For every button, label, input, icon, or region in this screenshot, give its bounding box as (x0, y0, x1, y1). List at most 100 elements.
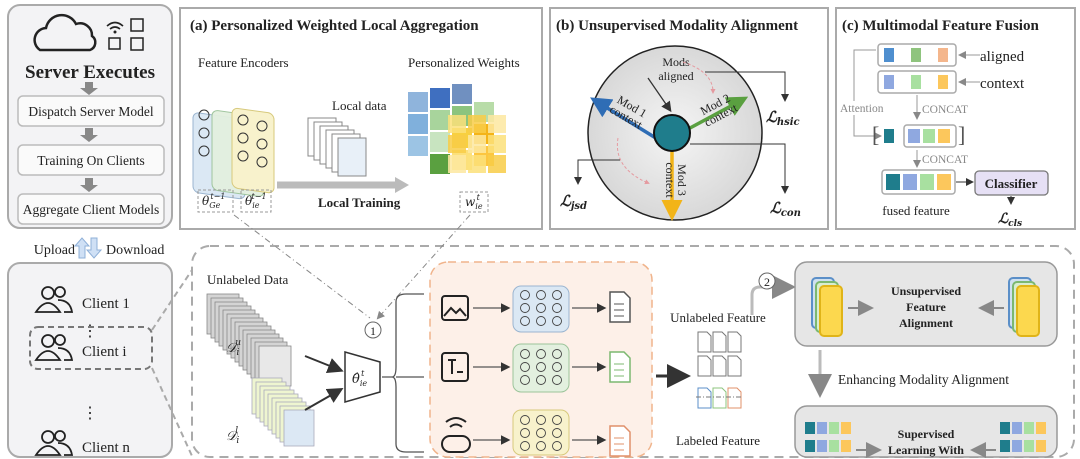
feature-doc-icon (712, 355, 727, 377)
feature-bar (1000, 422, 1010, 434)
classifier-box: Classifier (974, 170, 1049, 196)
svg-text:Alignment: Alignment (899, 316, 953, 330)
nn-node (520, 441, 530, 451)
aligned-center (653, 114, 691, 152)
feature-doc-icon (712, 387, 727, 409)
svg-text:Client i: Client i (82, 344, 127, 360)
svg-text:θ̂iet: θ̂iet (352, 369, 367, 388)
svg-text:⋮: ⋮ (82, 405, 98, 422)
weight-cell (488, 115, 506, 133)
d-l-label: 𝒟il (226, 426, 239, 446)
nn-node (520, 428, 530, 438)
feature-doc-icon (697, 387, 712, 409)
nn-node (536, 303, 546, 313)
svg-text:1: 1 (370, 324, 376, 338)
client-i: Client i (29, 326, 153, 370)
svg-text:Unlabeled Feature: Unlabeled Feature (670, 310, 766, 325)
feature-bar (1024, 422, 1034, 434)
weight-cell (452, 84, 472, 104)
feature-doc-icon (609, 425, 631, 457)
panel-a-title: (a) Personalized Weighted Local Aggregat… (190, 18, 479, 34)
svg-text:Aggregate Client Models: Aggregate Client Models (23, 202, 159, 217)
panel-c: (c) Multimodal Feature Fusion aligned co… (835, 7, 1076, 230)
encoder-theta-hat: θ̂iet (344, 351, 381, 403)
svg-text:Local data: Local data (332, 98, 387, 113)
loss-cls: ℒcls (998, 211, 1022, 229)
nn-node (552, 316, 562, 326)
weight-cell (448, 135, 466, 153)
feature-doc-icon (727, 387, 742, 409)
router-icon (130, 37, 144, 51)
feature-doc-icon (697, 331, 712, 353)
sensor-icon (441, 417, 471, 453)
wifi-icon (106, 21, 124, 30)
nn-node (520, 415, 530, 425)
text-icon (441, 352, 469, 382)
svg-text:CONCAT: CONCAT (922, 104, 968, 116)
loss-hsic: ℒhsic (766, 108, 800, 128)
weight-cell (408, 136, 428, 156)
upload-label: Upload (34, 243, 75, 258)
svg-text:Client 1: Client 1 (82, 296, 130, 312)
nn-node (520, 316, 530, 326)
unsupervised-feature-alignment-box: Unsupervised Feature Alignment (794, 261, 1058, 347)
nn-node (536, 415, 546, 425)
svg-text:Supervised: Supervised (898, 427, 955, 441)
feature-doc-icon (609, 291, 631, 323)
image-encoder (512, 285, 570, 333)
feature-doc-icon (727, 331, 742, 353)
nn-node (552, 303, 562, 313)
svg-text:Local Training: Local Training (318, 195, 401, 210)
svg-text:fused feature: fused feature (882, 203, 950, 218)
weight-cell (468, 155, 486, 173)
server-step-dispatch: Dispatch Server Model (17, 95, 165, 127)
svg-text:Feature Encoders: Feature Encoders (198, 55, 289, 70)
weight-cell (468, 135, 486, 153)
d-u-label: 𝒟iu (226, 338, 241, 358)
svg-text:aligned: aligned (658, 69, 693, 83)
nn-node (552, 415, 562, 425)
weight-cell (408, 114, 428, 134)
feature-bar (841, 440, 851, 452)
nn-node (536, 428, 546, 438)
download-arrow-icon (85, 237, 103, 259)
nn-node (536, 375, 546, 385)
local-training-area: Unlabeled Data 𝒟iu 𝒟il 1 θ̂iet Unlabeled… (191, 214, 1075, 458)
weight-cell (488, 135, 506, 153)
svg-text:2: 2 (764, 275, 770, 289)
data-sample (283, 409, 315, 447)
feature-bar (817, 440, 827, 452)
feature-bar (1036, 440, 1046, 452)
svg-text:]: ] (958, 122, 965, 147)
svg-text:Mod 3: Mod 3 (675, 164, 689, 196)
feature-bar (829, 422, 839, 434)
weight-cell (468, 115, 486, 133)
svg-text:wiet: wiet (465, 193, 483, 211)
feature-bar (805, 440, 815, 452)
server-panel: Server Executes Dispatch Server Model Tr… (7, 4, 173, 229)
svg-text:Unsupervised: Unsupervised (891, 284, 961, 298)
sensor-encoder (512, 409, 570, 456)
users-icon (34, 334, 74, 361)
local-data-stack-icon (307, 117, 367, 177)
client-n: Client n (34, 430, 130, 456)
nn-node (536, 362, 546, 372)
server-step-aggregate: Aggregate Client Models (17, 193, 165, 225)
weight-cell (430, 154, 450, 174)
weight-cell (408, 92, 428, 112)
feature-doc-icon (609, 351, 631, 383)
step-2-marker: 2 (758, 272, 776, 290)
weight-cell (488, 155, 506, 173)
server-step-training: Training On Clients (17, 144, 165, 176)
feature-bar (805, 422, 815, 434)
weight-cell (430, 110, 450, 130)
feature-encoders-icon (192, 107, 275, 200)
users-icon (34, 430, 74, 456)
weight-cell (430, 132, 450, 152)
feature-doc-icon (697, 355, 712, 377)
svg-text:Client n: Client n (82, 440, 130, 456)
loss-jsd: ℒjsd (560, 192, 587, 212)
nn-node (536, 316, 546, 326)
svg-text:Classifier: Classifier (985, 176, 1038, 191)
